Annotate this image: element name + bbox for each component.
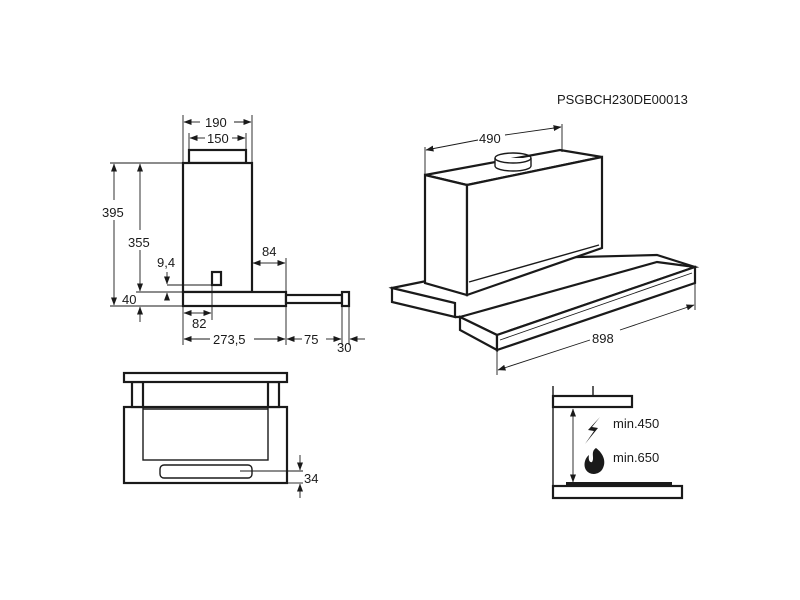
dim-width-898: 898 [592,331,614,346]
handle [159,464,253,479]
front-cap [340,290,351,308]
clearance-electric: min.450 [613,416,659,431]
hood-body [181,161,254,294]
dim-height-total: 395 [102,205,124,220]
post-right [266,380,281,409]
telescopic-rail [284,293,344,305]
clearance-gas: min.650 [613,450,659,465]
side-view: 190 150 395 355 40 9,4 84 [102,115,365,355]
lightning-icon [585,417,600,444]
model-code: PSGBCH230DE00013 [557,92,688,107]
post-left [130,380,145,409]
hood-plate [551,394,634,409]
dim-handle-height: 34 [304,471,318,486]
front-view: 34 [122,371,318,498]
perspective-view: 490 898 [388,124,700,375]
hob-surface [566,482,672,486]
dim-front-cap: 30 [337,340,351,355]
dim-depth-490: 490 [479,131,501,146]
dim-duct-width: 150 [207,131,229,146]
dim-extension: 75 [304,332,318,347]
switch [210,270,223,287]
clearance-diagram: min.450 min.650 [551,386,684,500]
box-front-face [465,155,604,297]
flame-icon [584,448,605,474]
top-plate [122,371,289,384]
hood-base [181,290,288,308]
slab-front [390,286,457,319]
dim-depth: 273,5 [213,332,246,347]
duct-collar [494,152,532,172]
duct-outlet [187,148,248,165]
dim-switch-offset: 9,4 [157,255,175,270]
hob [551,484,684,500]
dim-body-height: 355 [128,235,150,250]
dim-rear-offset: 84 [262,244,276,259]
dim-base-height: 40 [122,292,136,307]
dim-switch-position: 82 [192,316,206,331]
dim-width-total: 190 [205,115,227,130]
box-left-face [423,173,469,297]
front-body [122,405,289,485]
